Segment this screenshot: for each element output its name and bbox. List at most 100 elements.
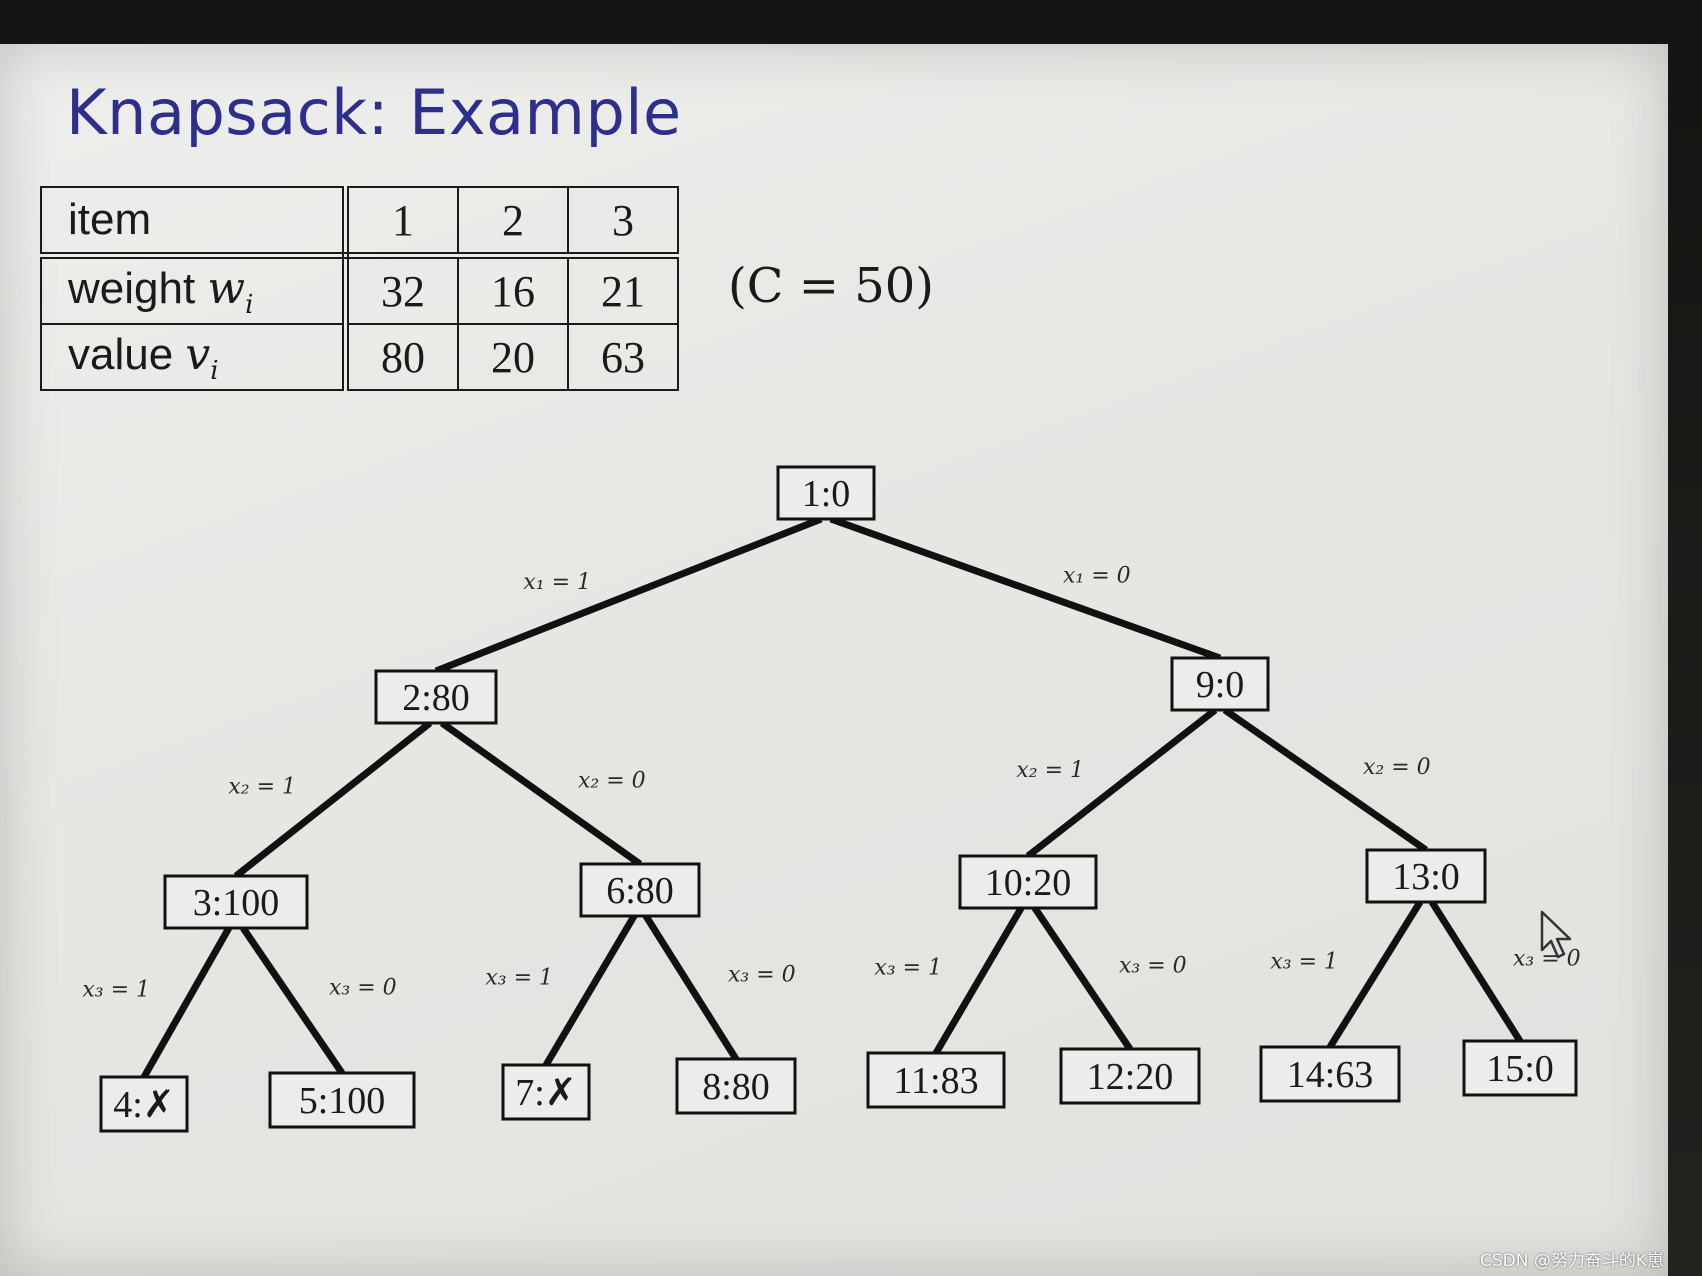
tree-node: 6:80 [579, 862, 701, 918]
edge-label: x₃ = 0 [1513, 947, 1581, 972]
edge-label: x₃ = 0 [1119, 954, 1187, 979]
tree-edges [140, 515, 1523, 1079]
item-number-cell: 3 [567, 186, 679, 259]
tree-edge [140, 926, 232, 1079]
capacity-label: (C = 50) [728, 258, 934, 314]
tree-node-label: 7:✗ [515, 1072, 576, 1114]
edge-label: x₂ = 0 [578, 769, 646, 794]
weight-cell: 21 [567, 254, 679, 325]
tree-node-label: 3:100 [193, 882, 280, 924]
value-cell: 20 [457, 323, 569, 391]
edge-label: x₃ = 1 [82, 978, 150, 1003]
tree-node-label: 11:83 [893, 1060, 978, 1102]
tree-edge [1327, 900, 1424, 1049]
tree-node: 2:80 [374, 669, 498, 725]
tree-node-label: 6:80 [606, 870, 674, 912]
tree-edge [1025, 707, 1218, 859]
tree-node-label: 4:✗ [113, 1084, 174, 1126]
tree-edge [233, 720, 433, 879]
edge-label: x₁ = 1 [523, 570, 591, 595]
tree-node-label: 8:80 [702, 1066, 770, 1108]
tree-node-label: 13:0 [1392, 856, 1460, 898]
table-row-weight: weight wi 32 16 21 [40, 254, 679, 325]
tree-edge [434, 515, 823, 675]
tree-edge [542, 914, 638, 1067]
tree-node-label: 2:80 [402, 677, 470, 719]
tree-node-label: 1:0 [802, 473, 851, 515]
tree-node-box [1059, 1047, 1201, 1105]
tree-edge-labels: x₁ = 1 x₁ = 0 x₂ = 1 x₂ = 0 x₂ = 1 x₂ = 0 x₃ =… [82, 564, 1580, 1003]
edge-label: x₂ = 0 [1363, 755, 1431, 780]
tree-node: 12:20 [1059, 1047, 1201, 1105]
edge-label: x₂ = 1 [228, 775, 296, 800]
tree-node-box [501, 1063, 591, 1121]
table-row-item: item 1 2 3 [40, 186, 679, 259]
tree-node-box [1462, 1039, 1578, 1097]
tree-node-box [675, 1057, 797, 1115]
tree-node-label: 9:0 [1196, 664, 1245, 706]
tree-node: 4:✗ [99, 1075, 189, 1133]
value-cell: 80 [344, 323, 459, 391]
tree-node-label: 5:100 [299, 1080, 386, 1122]
value-variable: v [185, 328, 211, 380]
watermark: CSDN @努力奋斗的K崽 [1480, 1251, 1665, 1271]
tree-node-label: 10:20 [985, 862, 1072, 904]
tree-edge [1031, 906, 1133, 1051]
tree-node: 15:0 [1462, 1039, 1578, 1097]
knapsack-items-table: item 1 2 3 weight wi 32 16 21 value vi 8… [40, 186, 679, 391]
edge-label: x₂ = 1 [1016, 758, 1084, 783]
edge-label: x₃ = 1 [874, 956, 942, 981]
tree-edge [240, 926, 345, 1075]
row-label-value: value [68, 329, 174, 379]
tree-node: 5:100 [268, 1071, 416, 1129]
item-number-cell: 2 [457, 186, 569, 259]
tree-edge [439, 720, 643, 867]
tree-edge [1428, 900, 1523, 1043]
weight-variable-subscript: i [245, 289, 254, 320]
value-cell: 63 [567, 323, 679, 391]
tree-node: 13:0 [1365, 848, 1487, 904]
tree-node-label: 15:0 [1486, 1048, 1554, 1090]
tree-node-box [99, 1075, 189, 1133]
tree-node-box [163, 874, 309, 930]
tree-node: 10:20 [958, 854, 1098, 910]
weight-variable: w [207, 262, 246, 314]
slide-title: Knapsack: Example [66, 76, 682, 149]
tree-node: 11:83 [866, 1051, 1006, 1109]
tree-node-box [374, 669, 498, 725]
tree-node-box [1170, 656, 1270, 712]
tree-node-box [1259, 1045, 1401, 1103]
arrow-cursor-icon [1540, 910, 1572, 959]
tree-node: 3:100 [163, 874, 309, 930]
edge-label: x₃ = 0 [329, 976, 397, 1001]
tree-node: 14:63 [1259, 1045, 1401, 1103]
edge-label: x₁ = 0 [1063, 564, 1131, 589]
tree-edge [1222, 707, 1428, 853]
tree-node: 1:0 [776, 465, 876, 521]
weight-cell: 16 [457, 254, 569, 325]
tree-node-label: 12:20 [1087, 1056, 1174, 1098]
row-header-weight: weight wi [40, 254, 349, 325]
tree-node-box [268, 1071, 416, 1129]
tree-nodes: 1:0 2:80 9:0 3:100 6:80 10:20 13:0 4:✗ 5:100 7:✗ 8… [99, 465, 1578, 1133]
tree-node-box [776, 465, 876, 521]
tree-node-box [579, 862, 701, 918]
tree-node: 9:0 [1170, 656, 1270, 712]
tree-edge [829, 515, 1222, 662]
weight-cell: 32 [344, 254, 459, 325]
edge-label: x₃ = 1 [1270, 950, 1338, 975]
item-number-cell: 1 [344, 186, 459, 259]
tree-node: 7:✗ [501, 1063, 591, 1121]
row-header-value: value vi [40, 323, 349, 391]
tree-node: 8:80 [675, 1057, 797, 1115]
table-row-value: value vi 80 20 63 [40, 323, 679, 391]
edge-label: x₃ = 0 [728, 963, 796, 988]
tree-edge [932, 906, 1025, 1055]
value-variable-subscript: i [210, 355, 219, 386]
tree-node-box [866, 1051, 1006, 1109]
tree-node-label: 14:63 [1287, 1054, 1374, 1096]
tree-edge [642, 914, 739, 1061]
row-header-item: item [40, 186, 349, 259]
